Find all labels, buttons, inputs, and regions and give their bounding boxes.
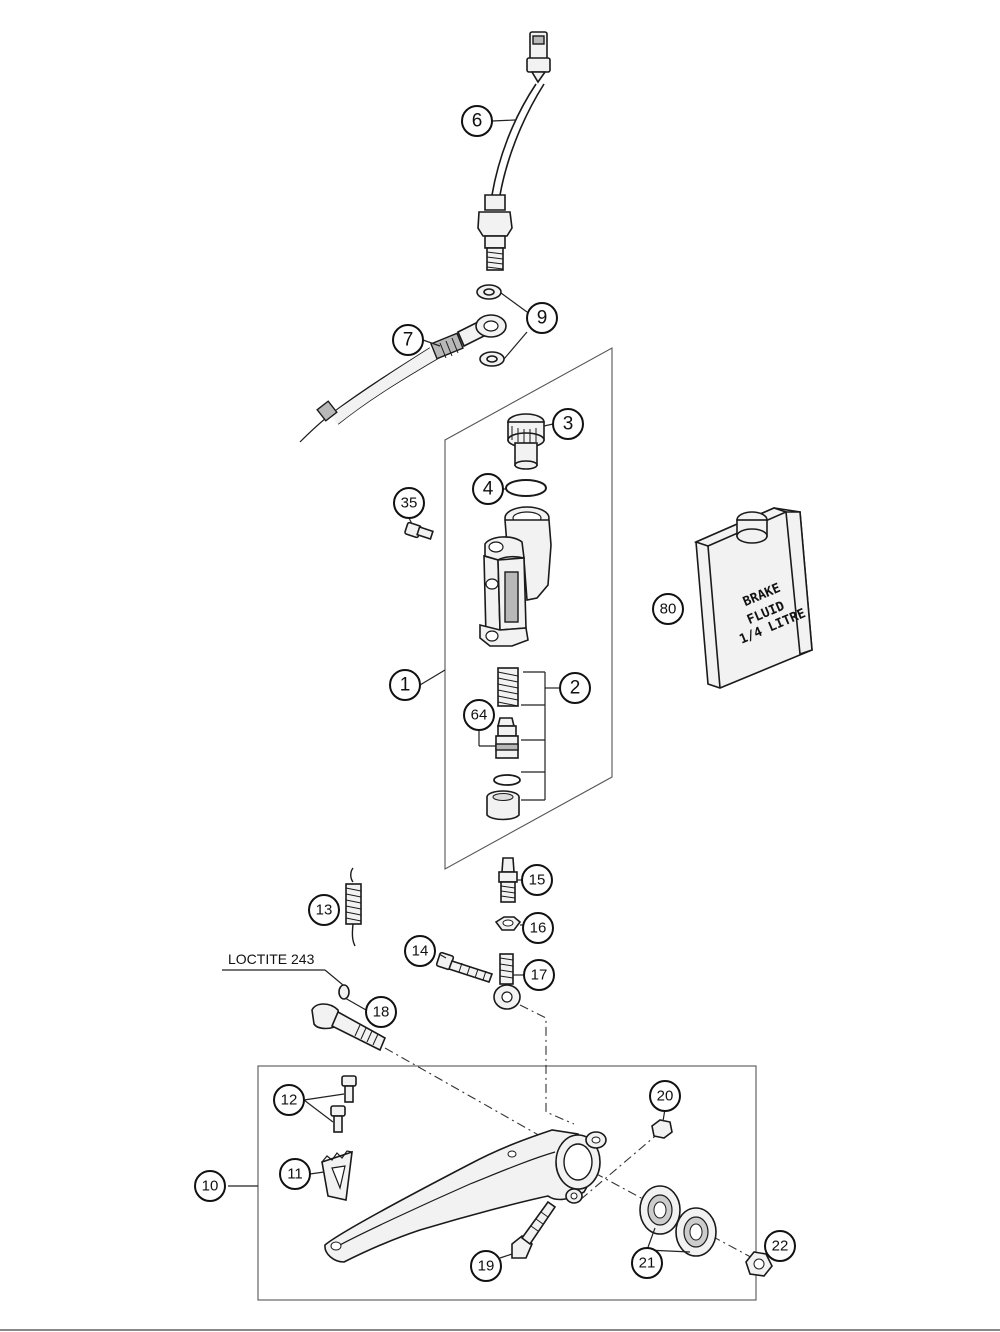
o-ring xyxy=(505,479,547,497)
callout-1: 1 xyxy=(389,669,421,701)
brake-pedal-frame xyxy=(257,1065,757,1301)
svg-text:80: 80 xyxy=(660,601,677,618)
hex-nut-20 xyxy=(651,1119,673,1139)
master-cylinder-body xyxy=(479,506,552,647)
svg-text:17: 17 xyxy=(531,967,548,984)
svg-text:64: 64 xyxy=(471,707,488,724)
pivot-bolt-18 xyxy=(311,1003,387,1052)
return-spring xyxy=(345,867,362,947)
alignment-line-nut xyxy=(579,1131,661,1201)
svg-text:15: 15 xyxy=(529,872,546,889)
callout-7: 7 xyxy=(392,324,424,356)
clevis-17 xyxy=(493,953,521,1010)
callout-11: 11 xyxy=(279,1158,311,1190)
washer-18 xyxy=(338,984,350,1000)
svg-text:2: 2 xyxy=(570,678,581,699)
callout-16: 16 xyxy=(522,912,554,944)
svg-text:4: 4 xyxy=(483,479,494,500)
svg-text:9: 9 xyxy=(537,308,548,329)
brake-pedal xyxy=(324,1129,607,1263)
callout-19: 19 xyxy=(470,1250,502,1282)
callout-17: 17 xyxy=(523,959,555,991)
callout-64: 64 xyxy=(463,699,495,731)
bolt-14 xyxy=(435,951,494,983)
callout-12: 12 xyxy=(273,1084,305,1116)
brake-hose xyxy=(299,314,507,443)
svg-text:3: 3 xyxy=(563,414,574,435)
push-rod xyxy=(498,857,518,903)
callout-20: 20 xyxy=(649,1080,681,1112)
callout-13: 13 xyxy=(308,894,340,926)
screws-12 xyxy=(330,1075,357,1133)
alignment-line-clevis xyxy=(519,1004,575,1125)
callout-35: 35 xyxy=(393,487,425,519)
loctite-label: LOCTITE 243 xyxy=(228,951,315,967)
svg-text:21: 21 xyxy=(639,1255,656,1272)
svg-text:35: 35 xyxy=(401,495,418,512)
callout-80: 80 xyxy=(652,593,684,625)
svg-text:1: 1 xyxy=(400,675,411,696)
svg-text:11: 11 xyxy=(287,1166,303,1183)
bolt-19 xyxy=(511,1200,557,1259)
svg-text:20: 20 xyxy=(657,1088,674,1105)
brake-light-switch xyxy=(477,31,551,271)
callout-2: 2 xyxy=(559,672,591,704)
pedal-step xyxy=(321,1150,353,1201)
master-cylinder-frame xyxy=(444,347,613,870)
svg-text:22: 22 xyxy=(772,1238,789,1255)
callout-15: 15 xyxy=(521,864,553,896)
screw-35 xyxy=(404,521,434,540)
svg-text:14: 14 xyxy=(412,943,429,960)
svg-text:18: 18 xyxy=(373,1004,390,1021)
nut-22 xyxy=(745,1251,773,1277)
callout-18: 18 xyxy=(365,996,397,1028)
reservoir-cap xyxy=(507,413,545,470)
callout-21: 21 xyxy=(631,1247,663,1279)
svg-text:7: 7 xyxy=(403,330,414,351)
bearings-21 xyxy=(639,1185,717,1257)
callout-22: 22 xyxy=(764,1230,796,1262)
brake-fluid-can: BRAKE FLUID 1/4 LITRE xyxy=(693,507,813,689)
callout-6: 6 xyxy=(461,105,493,137)
alignment-line-pivot xyxy=(384,1047,566,1151)
svg-text:16: 16 xyxy=(530,920,547,937)
callout-14: 14 xyxy=(404,935,436,967)
callout-3: 3 xyxy=(552,408,584,440)
svg-text:13: 13 xyxy=(316,902,333,919)
svg-text:12: 12 xyxy=(281,1092,298,1109)
svg-text:10: 10 xyxy=(202,1178,219,1195)
svg-text:6: 6 xyxy=(472,111,483,132)
callout-9: 9 xyxy=(526,302,558,334)
callout-10: 10 xyxy=(194,1170,226,1202)
svg-text:19: 19 xyxy=(478,1258,495,1275)
piston-kit xyxy=(486,667,521,821)
callout-4: 4 xyxy=(472,473,504,505)
